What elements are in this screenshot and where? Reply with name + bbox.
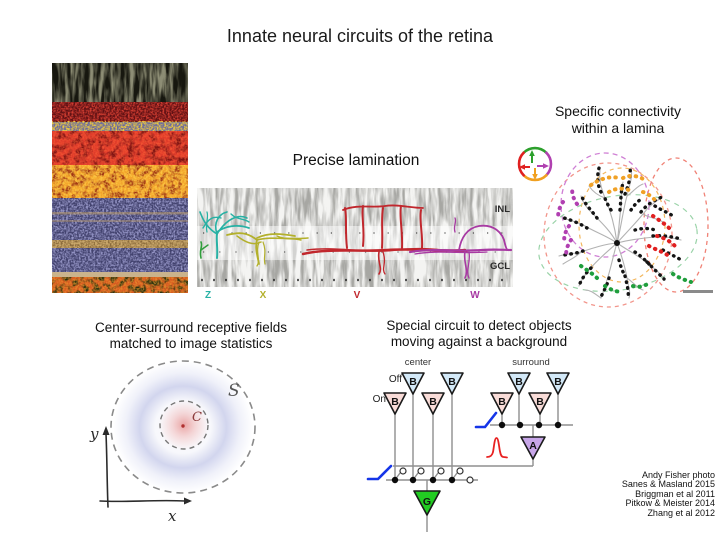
off-bipolar-cell [546, 372, 570, 395]
receptive-field-caption-line2: matched to image statistics [109, 335, 273, 351]
bipolar-label: B [554, 376, 562, 388]
receptive-field-figure: S C y x [89, 360, 256, 525]
bipolar-label: B [429, 396, 437, 408]
synapses-orange [589, 173, 659, 204]
axes [99, 433, 186, 508]
circuit-caption-line1: Special circuit to detect objects [386, 318, 572, 333]
gcl-label: GCL [490, 261, 510, 272]
center-group-label: center [405, 357, 431, 368]
arbor-w [408, 217, 513, 279]
threshold-function-icon [366, 464, 393, 481]
up-arrow-icon [529, 150, 535, 163]
connectivity-figure [538, 152, 713, 308]
connectivity-caption: Specific connectivity within a lamina [533, 103, 703, 136]
circuit-figure: B B B B B B B B A G center surround Off … [366, 357, 573, 532]
excitatory-synapse [391, 476, 399, 484]
on-bipolar-cell [383, 392, 407, 415]
surround-label: S [228, 381, 240, 401]
inhibitory-synapse [466, 476, 474, 484]
arbor-x [226, 232, 309, 267]
excitatory-synapse [535, 421, 543, 429]
bipolar-label: B [448, 376, 456, 388]
receptive-field-caption: Center-surround receptive fields matched… [60, 320, 322, 352]
soma-dot [614, 240, 620, 246]
synapses-unlabeled [558, 165, 683, 300]
center-outline [159, 400, 209, 450]
inhibitory-synapse [399, 467, 407, 475]
credit-line: Pitkow & Meister 2014 [625, 498, 715, 509]
credit-line: Briggman et al 2011 [635, 488, 715, 499]
synapses-green [579, 264, 693, 294]
excitatory-synapse [429, 476, 437, 484]
inhibitory-synapse [456, 467, 464, 475]
ganglion-label: G [423, 496, 431, 508]
y-axis-label: y [89, 425, 99, 443]
cell-type-w-label: W [470, 290, 480, 300]
on-bipolar-cell [528, 392, 552, 415]
circuit-caption-line2: moving against a background [390, 333, 568, 349]
excitatory-synapse [498, 421, 506, 429]
arbor-z [199, 211, 250, 259]
center-dot [181, 424, 185, 428]
bipolar-label: B [409, 376, 417, 388]
cell-type-z-label: Z [205, 290, 211, 300]
off-bipolar-cell [401, 372, 425, 395]
off-bipolar-cell [440, 372, 464, 395]
inhibitory-synapse [417, 467, 425, 475]
surround-group-label: surround [512, 357, 550, 368]
slide-title: Innate neural circuits of the retina [226, 26, 494, 46]
bipolar-label: B [536, 396, 544, 408]
spike-waveform-icon [486, 437, 508, 459]
on-bipolar-cell [490, 392, 514, 415]
excitatory-synapse [516, 421, 524, 429]
lamination-caption: Precise lamination [292, 152, 420, 169]
cell-type-x-label: X [260, 290, 267, 300]
down-arrow-icon [532, 168, 538, 180]
direction-legend-icon [517, 146, 553, 182]
connectivity-caption-line1: Specific connectivity [554, 103, 682, 119]
center-label: C [192, 410, 202, 425]
excitatory-synapse [409, 476, 417, 484]
scale-bar [683, 290, 713, 293]
credit-line: Sanes & Masland 2015 [621, 479, 715, 490]
off-label: Off [389, 374, 402, 385]
left-arrow-icon [519, 164, 530, 170]
bipolar-label: B [498, 396, 506, 408]
right-arrow-icon [537, 163, 549, 169]
threshold-function-icon [474, 411, 498, 429]
amacrine-label: A [529, 440, 537, 452]
excitatory-synapse [448, 476, 456, 484]
y-axis-arrowhead [102, 426, 110, 435]
bipolar-label: B [515, 376, 523, 388]
retina-micrograph-image [52, 63, 188, 293]
credits: Andy Fisher photo Sanes & Masland 2015 B… [621, 470, 715, 518]
off-bipolar-cell [507, 372, 531, 395]
receptive-field-caption-line1: Center-surround receptive fields [94, 320, 288, 335]
surround-outline [110, 360, 256, 494]
circuit-caption: Special circuit to detect objects moving… [348, 318, 610, 350]
on-label: On [373, 394, 386, 405]
synapses-red [647, 214, 677, 258]
connectivity-caption-line2: within a lamina [571, 119, 665, 136]
lamination-figure: INL GCL Z X V W [197, 188, 513, 300]
amacrine-cell [520, 436, 546, 460]
synapses-magenta [556, 184, 579, 260]
inhibitory-synapse [437, 467, 445, 475]
x-axis-label: x [168, 507, 177, 525]
credit-line: Zhang et al 2012 [647, 507, 715, 518]
credit-line: Andy Fisher photo [641, 470, 715, 480]
on-bipolar-cell [421, 392, 445, 415]
inl-label: INL [495, 204, 511, 215]
x-axis-arrowhead [184, 497, 192, 505]
cell-type-v-label: V [354, 290, 361, 300]
excitatory-synapse [554, 421, 562, 429]
arbor-green-fragment [199, 241, 209, 259]
bipolar-label: B [391, 396, 399, 408]
ganglion-cell [413, 490, 441, 516]
